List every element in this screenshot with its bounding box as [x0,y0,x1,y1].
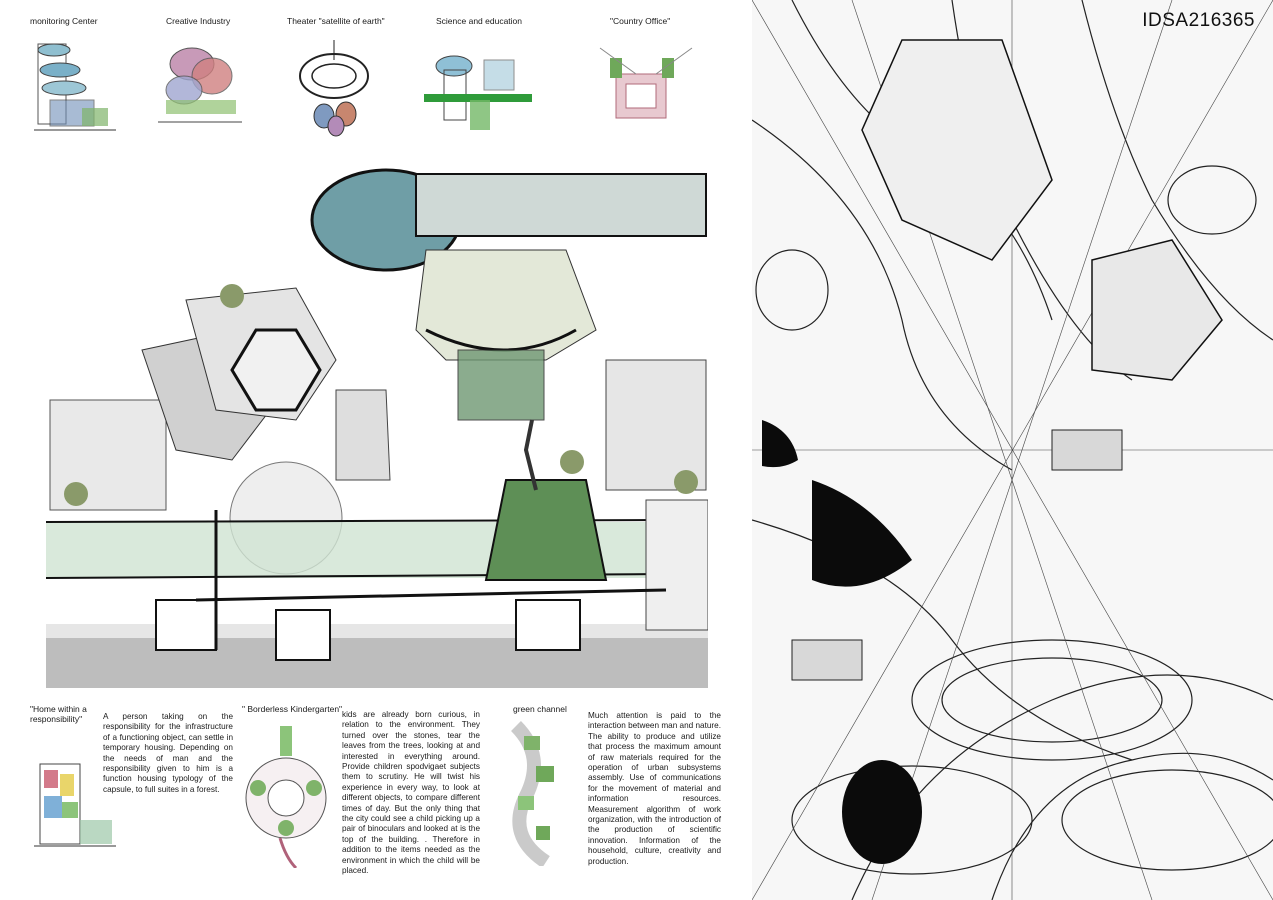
thumb-label-theater: Theater "satellite of earth" [287,16,385,26]
green-channel-sketch [510,721,554,866]
green-channel-text: Much attention is paid to the interactio… [588,711,721,866]
perspective-line-drawing [752,0,1273,900]
thumb-label-monitoring: monitoring Center [30,16,98,26]
capsule-housing-sketch [34,763,116,847]
thumb-label-creative: Creative Industry [166,16,231,26]
home-title: "Home within a responsibility" [30,704,87,724]
kindergarten-text: kids are already born curious, in relati… [342,710,480,876]
home-text: A person taking on the responsibility fo… [103,712,233,794]
left-sheet: monitoring Center Creative Industry Thea… [30,16,721,876]
creative-industry-sketch [158,47,242,123]
thumb-label-science: Science and education [436,16,523,26]
science-education-sketch [424,55,532,130]
perspective-drawing-panel: IDSA216365 [752,0,1273,900]
submission-id: IDSA216365 [1142,10,1255,31]
green-channel-title: green channel [513,704,567,714]
monitoring-center-sketch [34,43,116,131]
theater-sketch [299,40,369,137]
country-office-sketch [599,47,693,119]
kindergarten-title: " Borderless Kindergarten" [242,704,343,714]
thumb-label-office: "Country Office" [610,16,671,26]
urban-section-drawing [46,160,708,688]
kindergarten-plan-sketch [245,726,327,868]
